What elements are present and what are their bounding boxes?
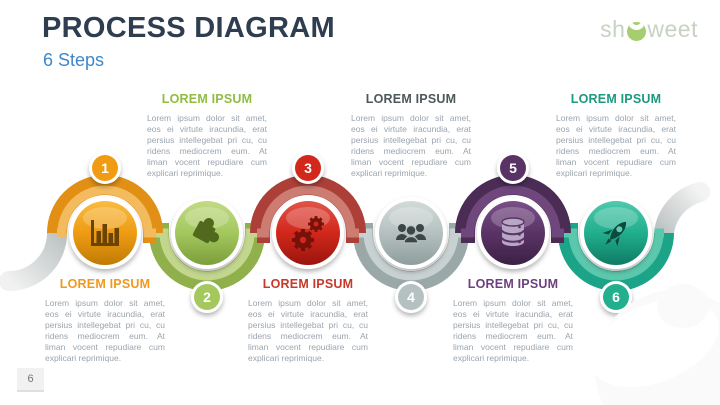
- step-heading: LOREM IPSUM: [161, 92, 253, 106]
- people-icon: [396, 224, 426, 244]
- step-text-2: LOREM IPSUM Lorem ipsum dolor sit amet, …: [147, 92, 267, 179]
- step-circle-1: [69, 197, 141, 269]
- step-badge-2: 2: [191, 281, 223, 313]
- step-number: 1: [101, 160, 109, 176]
- step-text-5: LOREM IPSUM Lorem ipsum dolor sit amet, …: [453, 277, 573, 364]
- showeet-logo: sh weet: [600, 16, 698, 43]
- puzzle-icon: [192, 218, 220, 244]
- page-number: 6: [17, 368, 44, 392]
- ribbon-right-end: [654, 182, 710, 243]
- logo-smiley-icon: [627, 22, 647, 41]
- step-number: 4: [407, 289, 415, 305]
- step-badge-4: 4: [395, 281, 427, 313]
- step-text-6: LOREM IPSUM Lorem ipsum dolor sit amet, …: [556, 92, 676, 179]
- step-badge-6: 6: [600, 281, 632, 313]
- step-circle-3: [272, 197, 344, 269]
- step-circle-5: [477, 197, 549, 269]
- rocket-icon: [602, 221, 627, 247]
- step-badge-3: 3: [292, 152, 324, 184]
- step-heading: LOREM IPSUM: [59, 277, 151, 291]
- step-number: 3: [304, 160, 312, 176]
- step-badge-1: 1: [89, 152, 121, 184]
- step-body: Lorem ipsum dolor sit amet, eos ei virtu…: [453, 298, 573, 363]
- over-arcs: [47, 175, 571, 243]
- step-number: 2: [203, 289, 211, 305]
- step-number: 6: [612, 289, 620, 305]
- watermark-smiley-icon: [577, 281, 720, 405]
- step-body: Lorem ipsum dolor sit amet, eos ei virtu…: [45, 298, 165, 363]
- logo-text-left: sh: [600, 16, 626, 42]
- logo-text-right: weet: [647, 16, 698, 42]
- step-circle-4: [375, 197, 447, 269]
- step-heading: LOREM IPSUM: [365, 92, 457, 106]
- page-subtitle: 6 Steps: [43, 50, 105, 70]
- step-body: Lorem ipsum dolor sit amet, eos ei virtu…: [351, 113, 471, 178]
- step-heading: LOREM IPSUM: [570, 92, 662, 106]
- bar-chart-icon: [91, 220, 119, 246]
- step-text-3: LOREM IPSUM Lorem ipsum dolor sit amet, …: [248, 277, 368, 364]
- under-arcs: [149, 223, 674, 291]
- page-title: PROCESS DIAGRAM: [42, 12, 335, 44]
- database-icon: [501, 217, 525, 246]
- step-heading: LOREM IPSUM: [467, 277, 559, 291]
- step-circle-2: [171, 197, 243, 269]
- step-number: 5: [509, 160, 517, 176]
- step-badge-5: 5: [497, 152, 529, 184]
- step-body: Lorem ipsum dolor sit amet, eos ei virtu…: [147, 113, 267, 178]
- step-text-1: LOREM IPSUM Lorem ipsum dolor sit amet, …: [45, 277, 165, 364]
- step-circle-6: [580, 197, 652, 269]
- step-text-4: LOREM IPSUM Lorem ipsum dolor sit amet, …: [351, 92, 471, 179]
- step-body: Lorem ipsum dolor sit amet, eos ei virtu…: [248, 298, 368, 363]
- step-body: Lorem ipsum dolor sit amet, eos ei virtu…: [556, 113, 676, 178]
- ribbon-left-end: [0, 223, 67, 291]
- gears-icon: [292, 216, 324, 251]
- step-heading: LOREM IPSUM: [262, 277, 354, 291]
